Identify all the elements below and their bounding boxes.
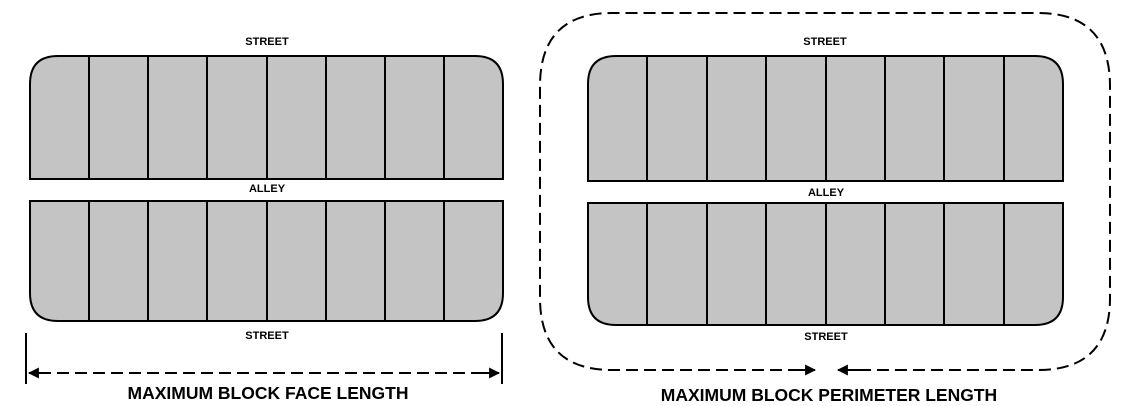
upper-lot-row	[29, 55, 504, 180]
alley-label: ALLEY	[808, 187, 845, 199]
dimension-arrow	[25, 333, 503, 384]
block-face-caption: MAXIMUM BLOCK FACE LENGTH	[128, 383, 409, 403]
bottom-street-label: STREET	[245, 330, 289, 342]
top-street-label: STREET	[803, 36, 847, 48]
lower-lot-row	[29, 200, 504, 322]
perimeter-path	[539, 12, 1111, 371]
block-perimeter-caption: MAXIMUM BLOCK PERIMETER LENGTH	[661, 385, 997, 405]
panel-block-face: STREET ALLEY STREET MAXIMUM BLOCK FACE L…	[25, 36, 504, 403]
upper-lot-row	[587, 55, 1064, 182]
lower-lot-row	[587, 202, 1064, 326]
perimeter-dashed-loop	[539, 12, 1111, 376]
top-street-label: STREET	[245, 36, 289, 48]
alley-label: ALLEY	[249, 183, 286, 195]
bottom-street-label: STREET	[804, 331, 848, 343]
panel-block-perimeter: STREET ALLEY STREET MAXIMUM BLOCK PERIME…	[539, 12, 1111, 405]
